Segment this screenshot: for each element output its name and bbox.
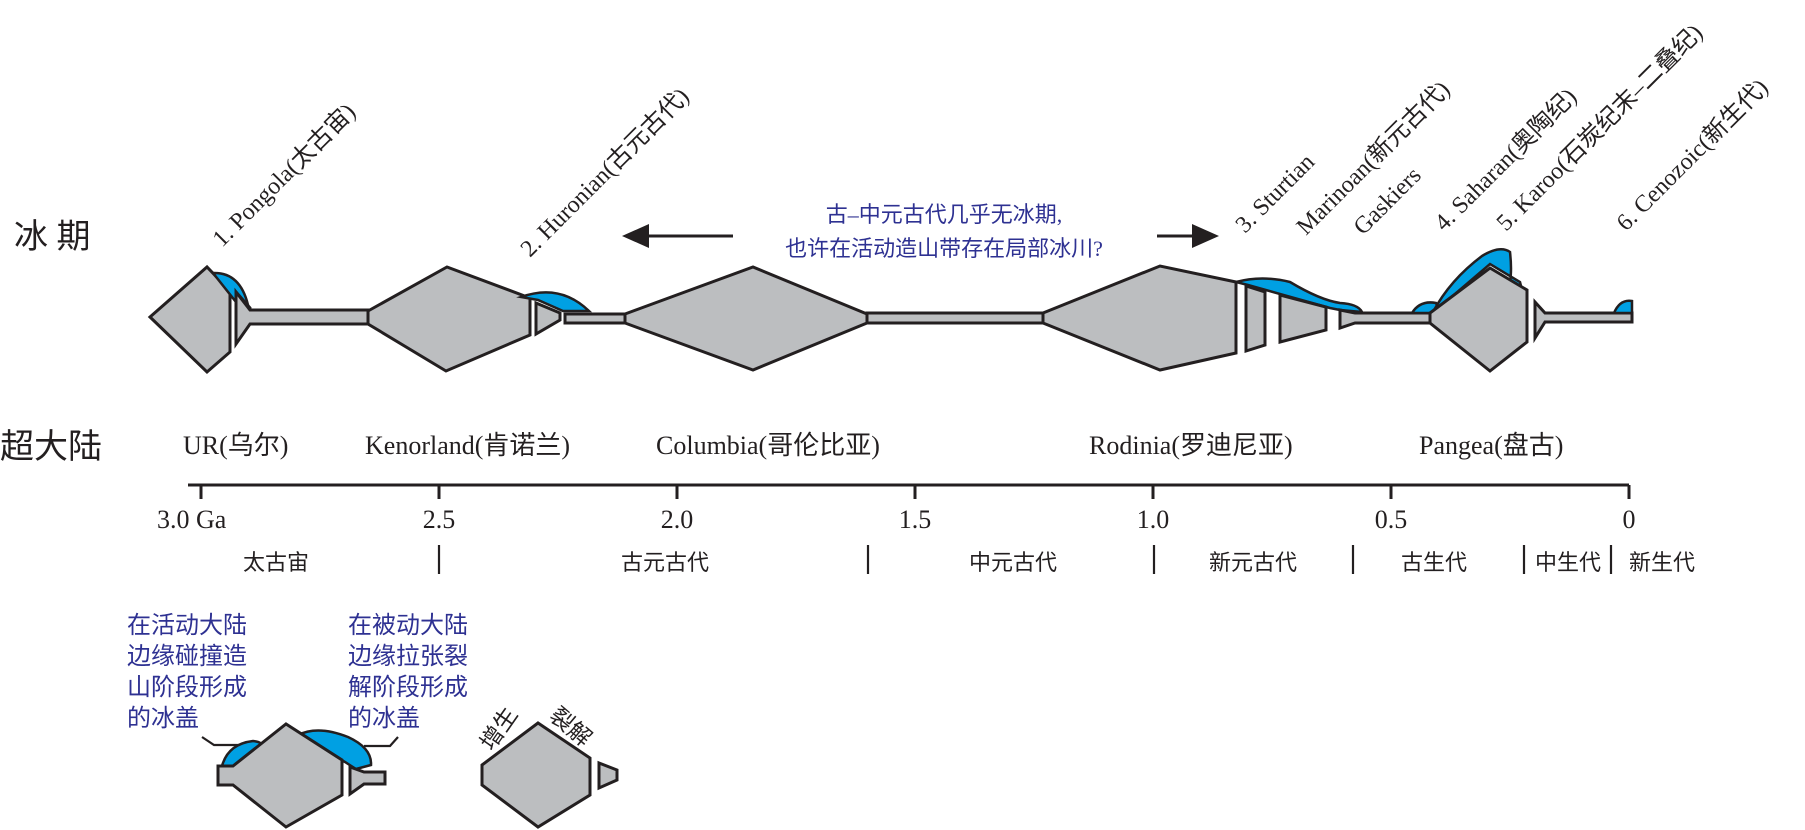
- era-dividers: [437, 545, 1613, 574]
- leader-line-passive: [364, 736, 399, 748]
- columbia-rodinia-band: [865, 311, 1045, 325]
- ur-kenorland-band: [234, 287, 370, 349]
- era-mesozoic: 中生代: [1535, 550, 1601, 575]
- pangea-modern-band: [1533, 298, 1634, 344]
- legend-text-line: 在被动大陆: [348, 612, 468, 639]
- era-cenozoic: 新生代: [1629, 550, 1695, 575]
- legend-rift-fragment: [348, 764, 387, 797]
- era-paleozoic: 古生代: [1401, 550, 1467, 575]
- glaciation-label-pongola: 1. Pongola(太古宙): [207, 98, 361, 252]
- glaciation-row-label: 冰 期: [14, 218, 91, 256]
- supercontinent-row-label: 超大陆: [0, 428, 102, 466]
- cenozoic-ice-sheet: [1612, 299, 1634, 315]
- annotation-line-1: 古–中元古代几乎无冰期,: [826, 202, 1063, 227]
- era-neoproterozoic: 新元古代: [1209, 550, 1297, 575]
- supercontinent-ur: UR(乌尔): [183, 431, 288, 460]
- legend-rifting-fragment: [597, 760, 619, 791]
- pangea-continent-shape: [1428, 266, 1529, 373]
- supercontinent-rodinia: Rodinia(罗迪尼亚): [1089, 431, 1293, 460]
- ur-continent-shape: [147, 264, 232, 375]
- legend-accretion-rifting-example: 增生 裂解: [476, 703, 619, 829]
- era-paleoproterozoic: 古元古代: [621, 550, 709, 575]
- legend-ice-sheet-example: [201, 722, 399, 829]
- legend-active-margin-text: 在活动大陆 边缘碰撞造 山阶段形成 的冰盖: [127, 612, 247, 732]
- rodinia-continent-shape: [1041, 264, 1238, 372]
- legend-text-line: 在活动大陆: [127, 612, 247, 639]
- rodinia-rift-fragment-2: [1278, 293, 1328, 344]
- axis-tick-label: 1.0: [1137, 505, 1170, 534]
- axis-tick-label: 0: [1623, 505, 1636, 534]
- legend-text-line: 山阶段形成: [127, 674, 247, 701]
- supercontinent-columbia: Columbia(哥伦比亚): [656, 431, 880, 460]
- columbia-continent-shape: [623, 265, 869, 372]
- no-glaciation-annotation: 古–中元古代几乎无冰期, 也许在活动造山带存在局部冰川?: [622, 202, 1219, 261]
- legend-text-line: 解阶段形成: [348, 674, 468, 701]
- kenorland-rift-fragment: [534, 300, 562, 337]
- era-mesoproterozoic: 中元古代: [969, 550, 1057, 575]
- axis-tick-label: 3.0 Ga: [157, 505, 227, 534]
- passive-margin-ice-sheet: [295, 729, 373, 771]
- legend-text-line: 的冰盖: [348, 705, 420, 732]
- legend-continent-shape: [216, 722, 344, 829]
- axis-tick-label: 2.5: [423, 505, 456, 534]
- era-archean: 太古宙: [243, 550, 309, 575]
- annotation-line-2: 也许在活动造山带存在局部冰川?: [785, 236, 1103, 261]
- supercontinent-cycle-band: [147, 248, 1634, 375]
- legend-text-line: 边缘拉张裂: [348, 643, 468, 670]
- kenorland-ice-sheet: [516, 291, 593, 313]
- kenorland-continent-shape: [366, 265, 532, 373]
- supercontinent-pangea: Pangea(盘古): [1419, 431, 1563, 460]
- time-axis: 3.0 Ga 2.5 2.0 1.5 1.0 0.5 0: [157, 483, 1636, 534]
- rodinia-ice-sheet: [1231, 277, 1365, 314]
- leader-line-active: [201, 736, 242, 747]
- rodinia-rift-fragment-1: [1244, 283, 1267, 354]
- legend-accretion-continent-shape: [480, 721, 592, 829]
- legend-passive-margin-text: 在被动大陆 边缘拉张裂 解阶段形成 的冰盖: [348, 612, 468, 732]
- legend-text-line: 的冰盖: [127, 705, 199, 732]
- axis-tick-label: 2.0: [661, 505, 694, 534]
- kenorland-columbia-band: [563, 312, 627, 325]
- axis-tick-label: 1.5: [899, 505, 932, 534]
- legend-text-line: 边缘碰撞造: [127, 643, 247, 670]
- axis-tick-label: 0.5: [1375, 505, 1408, 534]
- supercontinent-kenorland: Kenorland(肯诺兰): [365, 431, 570, 460]
